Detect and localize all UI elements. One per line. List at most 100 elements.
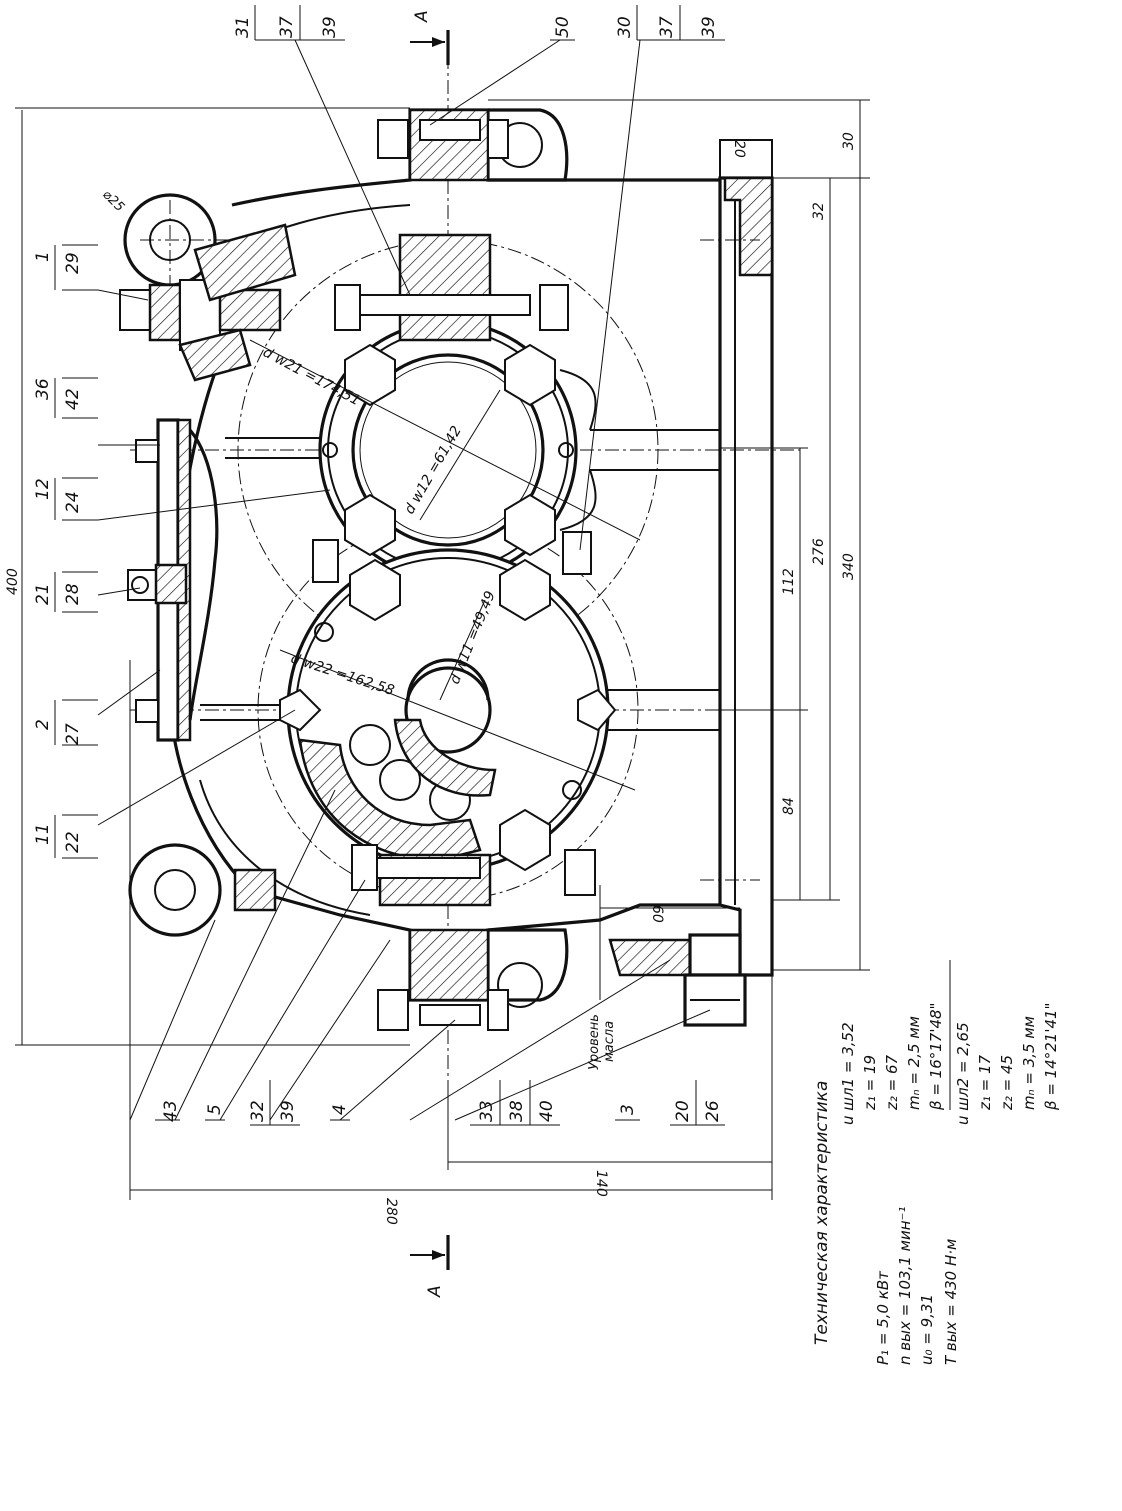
spec-stage1-u: u шл1 = 3,52: [839, 1022, 857, 1125]
part-label-2-id: 2: [33, 719, 53, 730]
part-label-1-id: 1: [33, 251, 53, 262]
bottom-flange-bolt: [377, 928, 509, 1031]
part-label-31-ref: 37: [277, 16, 297, 38]
side-pin: [312, 531, 592, 583]
dim-overall-width: 280: [383, 1198, 399, 1225]
part-leaders: [97, 39, 711, 1121]
part-label-36: 36 42: [33, 377, 98, 419]
dimension-lines: [15, 99, 870, 1200]
dim-eye-diameter: ⌀25: [99, 187, 127, 215]
section-label-top: A: [412, 10, 432, 23]
hex-nuts: [279, 343, 617, 872]
cover-flange: [178, 223, 297, 382]
spec-stage1-mn: mₙ = 2,5 мм: [905, 1016, 923, 1110]
part-label-33-ref: 38: [507, 1100, 527, 1122]
part-label-20: 20 26: [670, 1080, 725, 1126]
part-label-20-id: 20: [673, 1100, 693, 1122]
part-label-5-id: 5: [205, 1104, 225, 1115]
dim-base-thickness: 32: [811, 202, 827, 220]
part-labels-top: 31 37 39 50 30 37 39: [233, 5, 725, 41]
part-label-3: 3: [615, 1104, 640, 1121]
drain-plug: [608, 933, 747, 1027]
part-label-33-id: 33: [477, 1100, 497, 1122]
part-label-30-id: 30: [615, 16, 635, 38]
part-label-32-ref: 39: [278, 1100, 298, 1122]
tech-spec-general: P₁ = 5,0 кВт n вых = 103,1 мин⁻¹ u₀ = 9,…: [874, 1207, 960, 1365]
spec-p1: P₁ = 5,0 кВт: [874, 1270, 892, 1365]
dim-overall-length: 400: [5, 568, 21, 595]
part-label-5: 5: [205, 1104, 225, 1121]
part-label-12-id: 12: [33, 478, 53, 500]
tech-spec-stage2: u шл2 = 2,65 z₁ = 17 z₂ = 45 mₙ = 3,5 мм…: [954, 1003, 1060, 1125]
part-label-4-id: 4: [330, 1104, 350, 1115]
part-label-32-id: 32: [248, 1100, 268, 1122]
dim-top-offset: 30: [841, 132, 857, 150]
tech-spec-title: Техническая характеристика: [812, 1081, 832, 1345]
dim-total-height: 340: [841, 553, 857, 580]
dim-drain-offset: 60: [649, 905, 665, 923]
diameter-leaders: [249, 339, 641, 791]
dim-half-width: 140: [593, 1170, 609, 1197]
spec-stage2-beta: β = 14°21'41": [1042, 1003, 1060, 1111]
vent-plug: [127, 563, 188, 605]
spec-stage1-z2: z₂ = 67: [883, 1054, 901, 1111]
section-marker-top: A: [410, 10, 450, 65]
part-label-4: 4: [330, 1104, 350, 1121]
part-label-31: 31 37 39: [233, 5, 345, 41]
spec-n-out: n вых = 103,1 мин⁻¹: [896, 1207, 914, 1365]
part-label-12: 12 24: [33, 477, 98, 521]
part-label-30-ref: 37: [657, 16, 677, 38]
part-label-50: 50: [550, 16, 575, 41]
part-label-2-ref: 27: [63, 723, 83, 745]
part-label-31-id: 31: [233, 16, 253, 38]
part-label-33: 33 38 40: [470, 1080, 560, 1126]
part-label-11-id: 11: [33, 823, 53, 845]
oil-level-label-line2: масла: [602, 1021, 617, 1062]
part-label-50-id: 50: [553, 16, 573, 38]
upper-bearing-bolt: [334, 233, 569, 342]
part-label-20-ref: 26: [703, 1100, 723, 1122]
part-label-43: 43: [155, 1100, 181, 1122]
section-marker-bottom: A: [410, 1235, 450, 1298]
spec-stage1-beta: β = 16°17'48": [927, 1003, 945, 1111]
spec-stage2-u: u шл2 = 2,65: [954, 1022, 972, 1125]
part-label-3-id: 3: [618, 1104, 638, 1115]
part-label-43-id: 43: [161, 1100, 181, 1122]
part-label-31-ref2: 39: [320, 16, 340, 38]
part-label-11-ref: 22: [63, 831, 83, 853]
oil-gauge: [119, 279, 282, 351]
part-label-1: 1 29: [33, 244, 98, 291]
dim-center-distance: 112: [781, 568, 797, 595]
part-label-30-ref2: 39: [699, 16, 719, 38]
part-label-30: 30 37 39: [615, 5, 725, 41]
spec-t-out: T вых = 430 Н·м: [942, 1239, 960, 1365]
dim-base-offset: 84: [781, 797, 797, 815]
part-label-33-ref2: 40: [537, 1100, 557, 1122]
part-label-21-ref: 28: [63, 583, 83, 605]
spec-stage2-z1: z₁ = 17: [976, 1054, 994, 1111]
spec-stage2-z2: z₂ = 45: [998, 1055, 1016, 1111]
bearing-section: [298, 718, 497, 862]
part-label-12-ref: 24: [63, 491, 83, 513]
lifting-eye-bottom: [128, 843, 277, 937]
spec-stage1-z1: z₁ = 19: [861, 1055, 879, 1111]
part-label-2: 2 27: [33, 699, 98, 746]
spec-stage2-mn: mₙ = 3,5 мм: [1020, 1016, 1038, 1110]
dim-flange-depth: 20: [731, 140, 747, 158]
part-labels-bottom: 43 5 32 39 4 33 38 40 3: [155, 1080, 725, 1126]
spec-u0: u₀ = 9,31: [918, 1294, 936, 1365]
part-labels-left: 1 29 36 42 12 24 21 28 2: [33, 244, 98, 859]
top-flange-bolt: [377, 108, 509, 182]
oil-level-label-line1: Уровень: [587, 1014, 602, 1070]
oil-level-label: Уровень масла: [587, 1014, 617, 1070]
part-label-32: 32 39: [248, 1080, 300, 1126]
part-label-21-id: 21: [33, 583, 53, 605]
section-label-bottom: A: [425, 1285, 445, 1298]
tech-spec-stage1: u шл1 = 3,52 z₁ = 19 z₂ = 67 mₙ = 2,5 мм…: [839, 960, 951, 1125]
part-label-1-ref: 29: [63, 252, 83, 274]
tech-spec: Техническая характеристика P₁ = 5,0 кВт …: [812, 960, 1060, 1365]
part-label-21: 21 28: [33, 571, 98, 613]
lower-bearing-bolt: [351, 844, 596, 907]
